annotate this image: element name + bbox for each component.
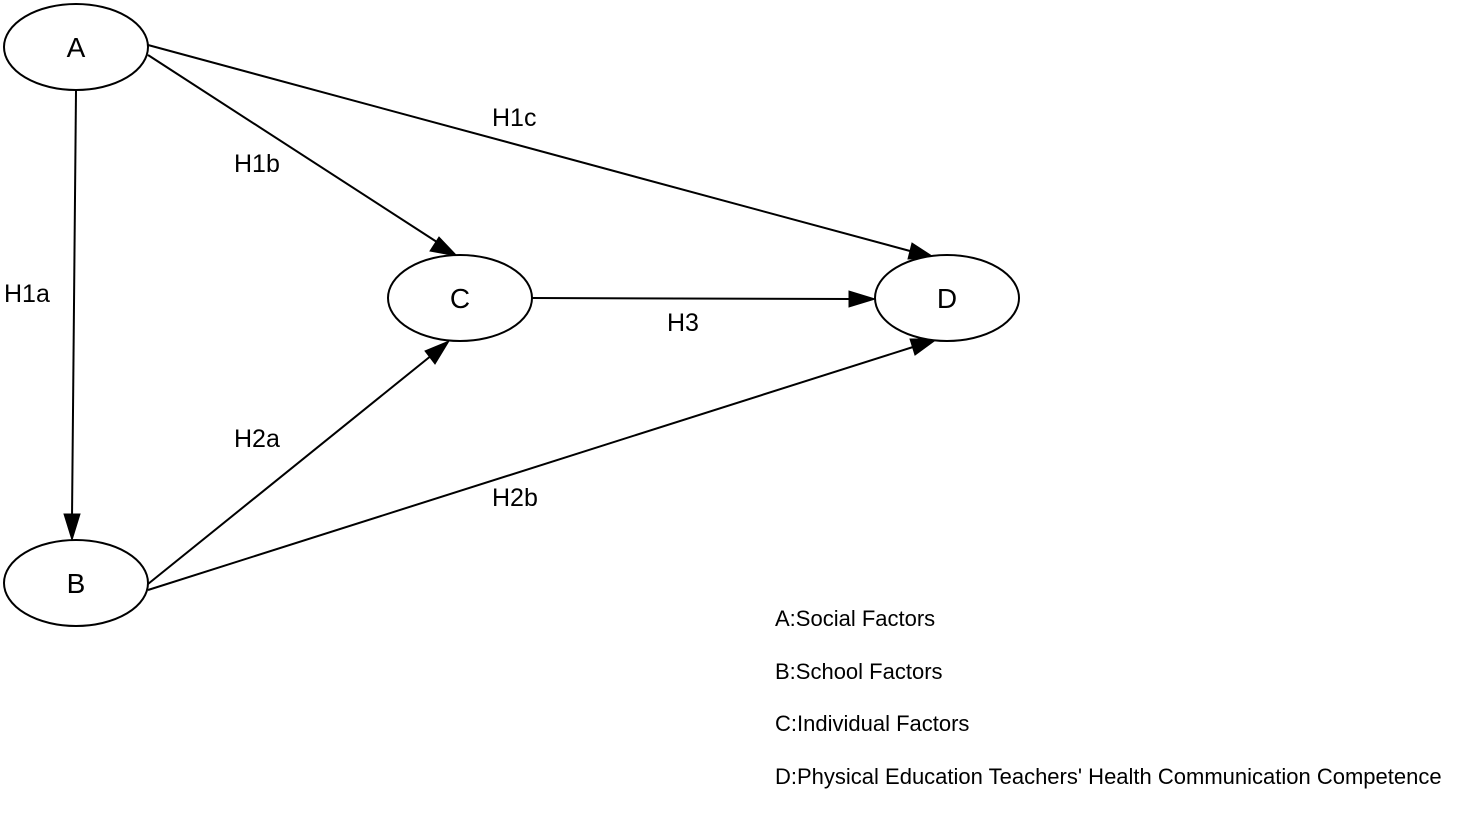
node-A-label: A <box>67 32 86 63</box>
legend-item-D: D:Physical Education Teachers' Health Co… <box>775 764 1442 790</box>
arrowhead-H1a <box>63 513 81 542</box>
edge-H3 <box>531 290 877 308</box>
legend-item-A: A:Social Factors <box>775 606 936 631</box>
node-B-ellipse <box>3 539 149 627</box>
arrowhead-H2b <box>909 338 939 356</box>
edge-line-H1c <box>147 44 911 252</box>
arrowhead-H1b <box>429 236 459 257</box>
legend: A:Social Factors B:School Factors C:Indi… <box>775 604 1442 815</box>
edge-H1a <box>63 90 81 542</box>
edge-label-H3: H3 <box>667 309 699 337</box>
arrowhead-H2a <box>424 339 451 365</box>
node-A-ellipse <box>3 3 149 91</box>
edge-line-H2a <box>147 354 433 585</box>
node-C: C <box>387 254 533 342</box>
edge-line-H2b <box>147 346 914 591</box>
node-B: B <box>3 539 149 627</box>
node-B-label: B <box>67 568 86 599</box>
edge-label-H2a: H2a <box>234 425 280 453</box>
hypothesis-path-diagram: H1a H1b H1c H2a H2b H3 A B C D <box>3 3 1020 627</box>
node-C-label: C <box>450 283 470 314</box>
edge-label-H1b: H1b <box>234 150 280 178</box>
edge-line-H1b <box>147 54 441 245</box>
node-D: D <box>874 254 1020 342</box>
edge-line-H3 <box>531 297 853 300</box>
edge-H2a <box>147 339 451 585</box>
legend-item-B: B:School Factors <box>775 658 943 684</box>
edge-label-H1c: H1c <box>492 104 536 132</box>
edge-H1b <box>147 54 459 257</box>
node-C-ellipse <box>387 254 533 342</box>
arrowhead-H3 <box>848 290 877 308</box>
edge-H2b <box>147 338 939 591</box>
edge-line-H1a <box>71 90 77 519</box>
node-D-label: D <box>937 283 957 314</box>
edge-label-H2b: H2b <box>492 484 538 512</box>
legend-item-C: C:Individual Factors <box>775 711 970 737</box>
node-D-ellipse <box>874 254 1020 342</box>
node-A: A <box>3 3 149 91</box>
edge-label-H1a: H1a <box>4 280 50 308</box>
